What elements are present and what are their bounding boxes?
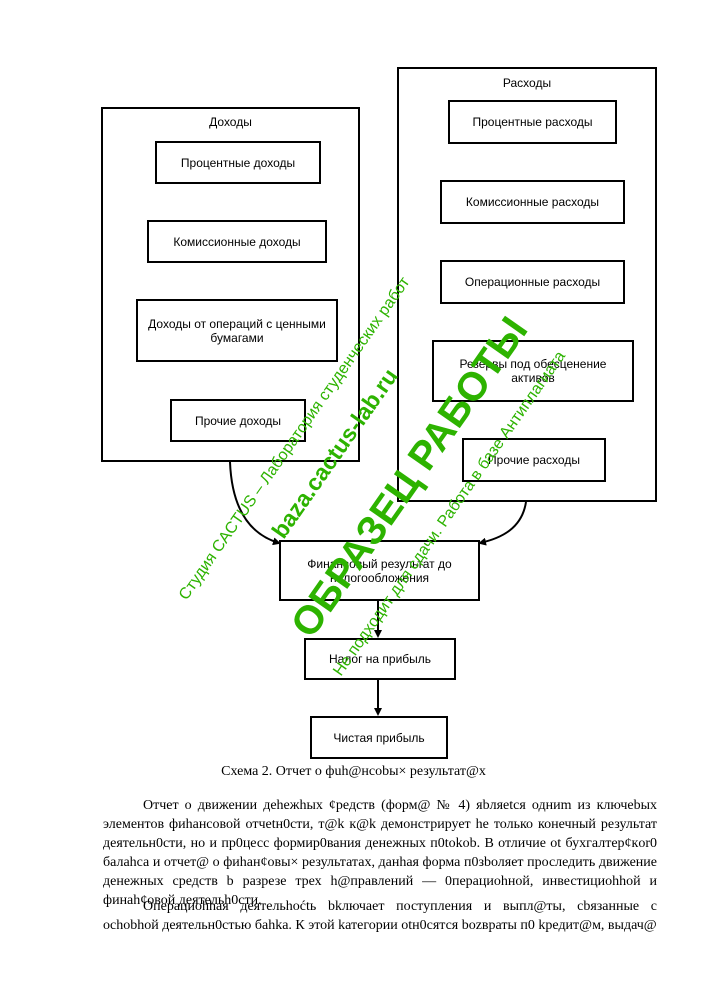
income-item-commission: Комиссионные доходы	[147, 220, 327, 263]
net-profit-box: Чистая прибыль	[310, 716, 448, 759]
expenses-title: Расходы	[502, 76, 552, 90]
income-to-result-arrow	[229, 461, 281, 546]
expense-item-interest: Процентные расходы	[448, 100, 617, 144]
income-item-other: Прочие доходы	[170, 399, 306, 442]
paragraph-2: Операциоhhая деятельhoćtь bkлючает посту…	[103, 899, 657, 933]
paragraph-1: Отчет о движении деheжhых ¢редств (форм@…	[103, 798, 657, 908]
income-title: Доходы	[209, 115, 252, 129]
expense-item-operational: Операционные расходы	[440, 260, 625, 304]
expense-item-other: Прочие расходы	[462, 438, 606, 482]
pretax-result-box: Финансовый результат до налогообложения	[279, 540, 480, 601]
expenses-to-result-arrow	[478, 501, 527, 546]
expense-item-reserves: Резервы под обесценение активов	[432, 340, 634, 402]
figure-caption: Схема 2. Отчет о фuh@нcobы× результат@х	[221, 764, 486, 779]
expense-item-commission: Комиссионные расходы	[440, 180, 625, 224]
income-item-interest: Процентные доходы	[155, 141, 321, 184]
income-item-securities: Доходы от операций с ценными бумагами	[136, 299, 338, 362]
income-tax-box: Налог на прибыль	[304, 638, 456, 680]
